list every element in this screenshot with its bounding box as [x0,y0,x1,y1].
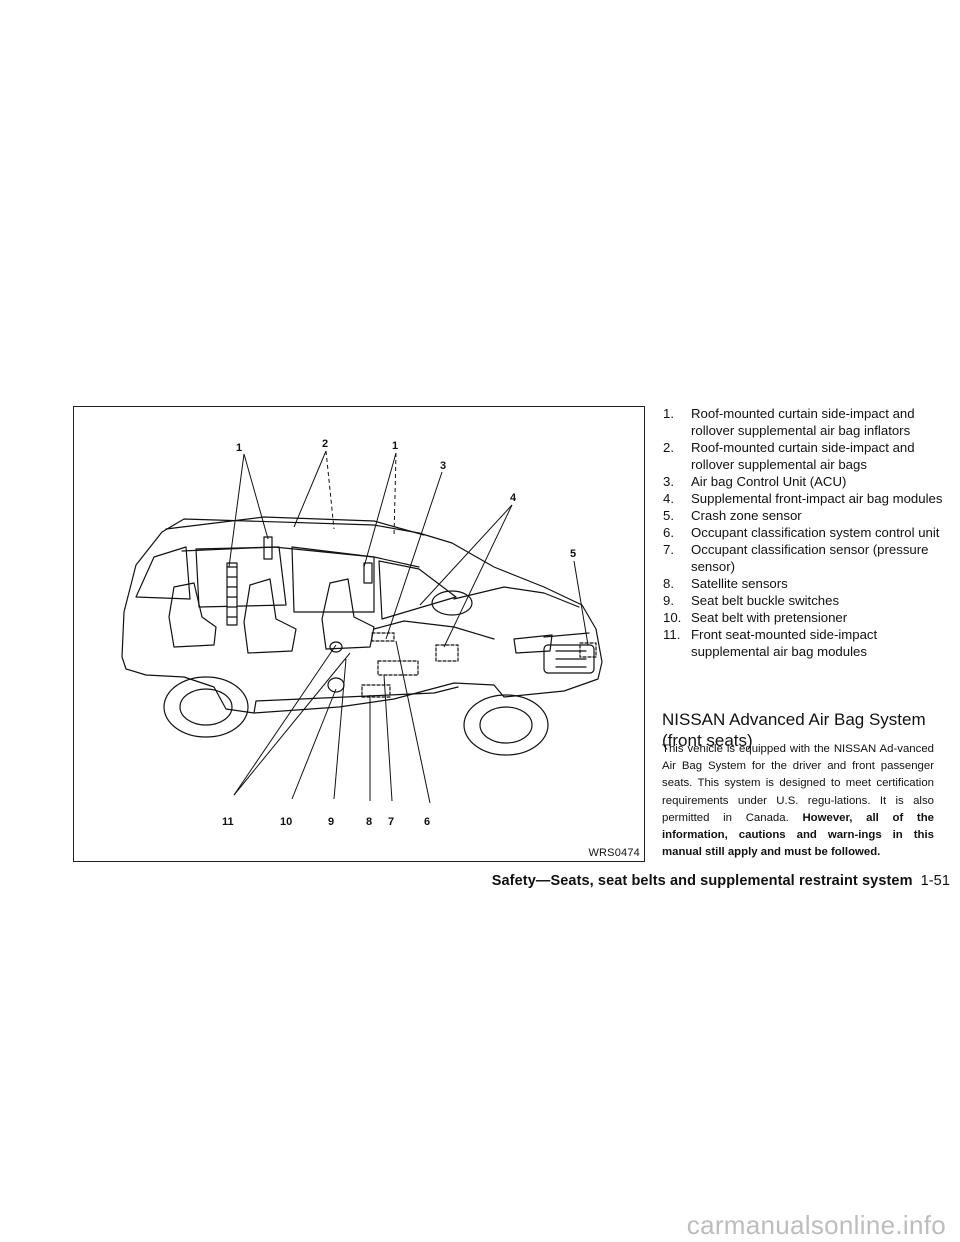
callout-2: 2 [322,438,328,450]
figure-code: WRS0474 [588,847,640,859]
legend-number: 7. [663,542,674,557]
callout-7: 7 [388,816,394,828]
callout-9: 9 [328,816,334,828]
legend-text: Front seat-mounted side-impact supplemen… [691,627,878,659]
callout-10: 10 [280,816,292,828]
legend-item: 6. Occupant classification system control… [662,524,950,541]
legend-text: Seat belt with pretensioner [691,610,848,625]
legend-text: Crash zone sensor [691,508,802,523]
callout-1b: 1 [392,440,398,452]
page-number: 1-51 [920,873,950,889]
legend-number: 10. [663,610,682,625]
component-legend: 1. Roof-mounted curtain side-impact and r… [662,405,950,660]
section-body: This vehicle is equipped with the NISSAN… [662,741,934,861]
legend-number: 11. [663,627,681,642]
legend-number: 3. [663,474,674,489]
legend-item: 10. Seat belt with pretensioner [662,609,950,626]
page-footer: Safety—Seats, seat belts and supplementa… [370,873,950,889]
legend-number: 5. [663,508,674,523]
legend-item: 11. Front seat-mounted side-impact supple… [662,626,950,660]
legend-text: Roof-mounted curtain side-impact and rol… [691,440,915,472]
legend-item: 2. Roof-mounted curtain side-impact and r… [662,439,950,473]
vehicle-illustration: 1 2 1 3 4 5 11 10 9 8 7 6 [121,438,603,828]
section-title: NISSAN Advanced Air Bag System (front se… [662,710,926,751]
vehicle-airbag-diagram: 1 2 1 3 4 5 11 10 9 8 7 6 WRS0474 [73,406,645,862]
legend-text: Occupant classification system control u… [691,525,940,540]
legend-number: 9. [663,593,674,608]
legend-item: 4. Supplemental front-impact air bag modu… [662,490,950,507]
legend-text: Air bag Control Unit (ACU) [691,474,847,489]
legend-text: Satellite sensors [691,576,788,591]
callout-11: 11 [222,816,234,828]
legend-text: Roof-mounted curtain side-impact and rol… [691,406,915,438]
callout-4: 4 [510,492,517,504]
legend-item: 3. Air bag Control Unit (ACU) [662,473,950,490]
legend-number: 2. [663,440,674,455]
body-paragraph: This vehicle is equipped with the NISSAN… [662,743,934,824]
callout-5: 5 [570,548,576,560]
callout-1a: 1 [236,442,242,454]
legend-text: Seat belt buckle switches [691,593,840,608]
footer-section-title: Safety—Seats, seat belts and supplementa… [491,873,913,889]
legend-number: 8. [663,576,674,591]
legend-item: 8. Satellite sensors [662,575,950,592]
legend-number: 6. [663,525,674,540]
legend-item: 9. Seat belt buckle switches [662,592,950,609]
legend-item: 7. Occupant classification sensor (pressu… [662,541,950,575]
legend-text: Occupant classification sensor (pressure… [691,542,929,574]
callout-3: 3 [440,460,446,472]
legend-item: 1. Roof-mounted curtain side-impact and r… [662,405,950,439]
callout-6: 6 [424,816,430,828]
site-watermark: carmanualsonline.info [686,1210,946,1240]
legend-text: Supplemental front-impact air bag module… [691,491,943,506]
legend-item: 5. Crash zone sensor [662,507,950,524]
legend-number: 1. [663,406,674,421]
legend-number: 4. [663,491,674,506]
body-warning-bold: However, all of the information, caution… [662,811,934,859]
callout-8: 8 [366,816,372,828]
